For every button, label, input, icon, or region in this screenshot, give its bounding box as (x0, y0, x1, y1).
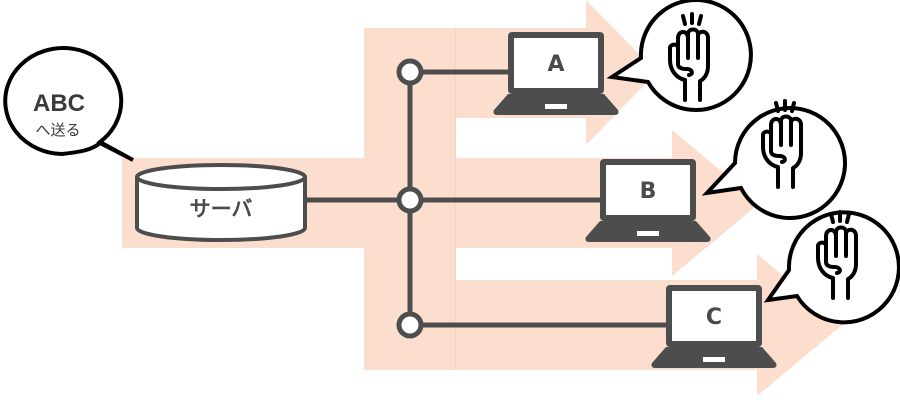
client-b: B (585, 159, 711, 242)
laptop-icon (651, 285, 777, 368)
node-a (396, 58, 424, 86)
sender-speech-bubble: ABC へ送る (3, 46, 134, 162)
node-b (396, 186, 424, 214)
speech-bubble-icon (3, 46, 134, 162)
reaction-bubble-b (701, 99, 847, 221)
client-label-a: A (547, 52, 564, 77)
database-cylinder-icon (135, 163, 307, 242)
client-label-c: C (706, 305, 722, 330)
reaction-bubble-a (606, 0, 753, 112)
client-label-b: B (640, 179, 657, 204)
client-a: A (493, 32, 619, 115)
laptop-icon (493, 32, 619, 115)
server: サーバ (135, 163, 307, 242)
server-label: サーバ (190, 197, 253, 221)
reaction-bubble-c (763, 210, 900, 325)
network-nodes (396, 58, 424, 339)
bubble-title: ABC (33, 90, 85, 117)
bubble-subtitle: へ送る (35, 121, 80, 139)
laptop-icon (585, 159, 711, 242)
node-c (396, 311, 424, 339)
client-c: C (651, 285, 777, 368)
